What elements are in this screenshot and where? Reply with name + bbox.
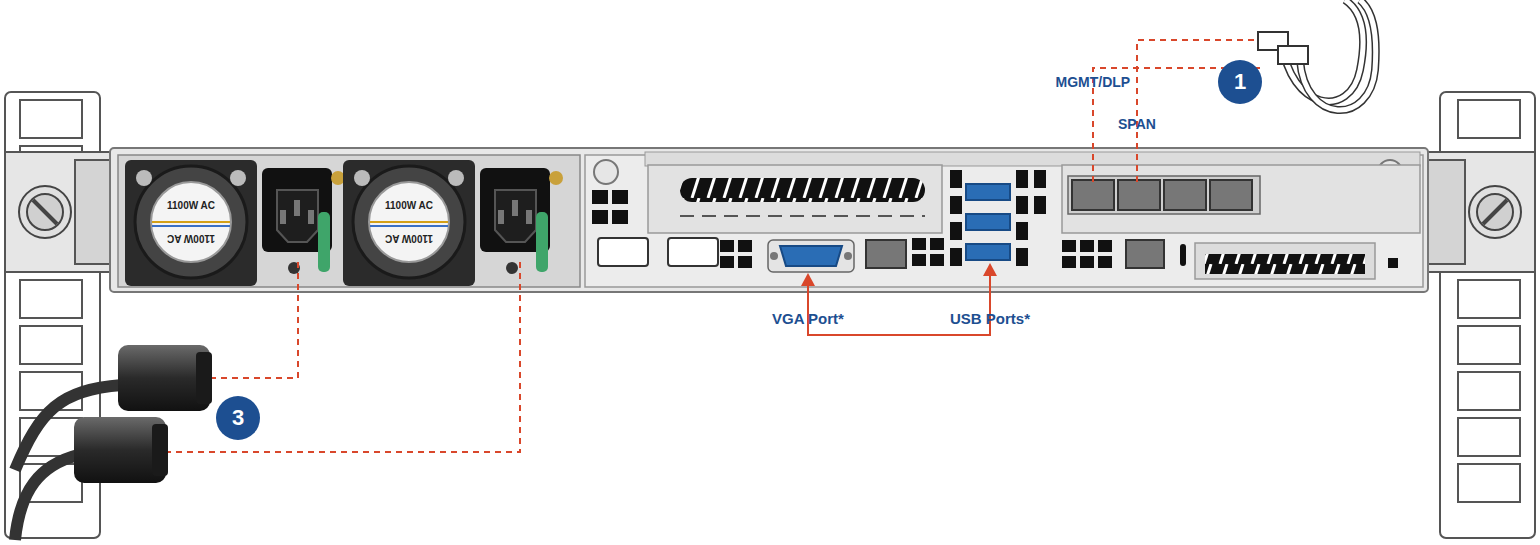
rating-label: 1100W AC <box>385 201 433 211</box>
leader-line <box>168 40 1262 452</box>
rating-label: 1100W AC <box>385 233 433 243</box>
rating-label: 1100W AC <box>167 201 215 211</box>
rating-label: 1100W AC <box>167 233 215 243</box>
port-label: USB Ports* <box>950 311 1030 326</box>
callout-number: 1 <box>1234 71 1246 93</box>
callout-circle <box>1218 60 1262 104</box>
port-label: MGMT/DLP <box>1056 75 1131 89</box>
callout-number: 3 <box>232 407 244 429</box>
port-label: SPAN <box>1118 117 1156 131</box>
rack-rail <box>1425 92 1535 538</box>
power-supply <box>125 160 345 286</box>
power-cord <box>15 345 212 540</box>
arrow-head <box>983 263 997 276</box>
network-cable <box>1258 0 1376 110</box>
io-panel <box>592 160 1420 279</box>
power-supply <box>343 160 563 286</box>
arrow-head <box>801 273 815 286</box>
callout-circle <box>216 396 260 440</box>
server-chassis <box>110 148 1428 292</box>
port-label: VGA Port* <box>772 311 844 326</box>
